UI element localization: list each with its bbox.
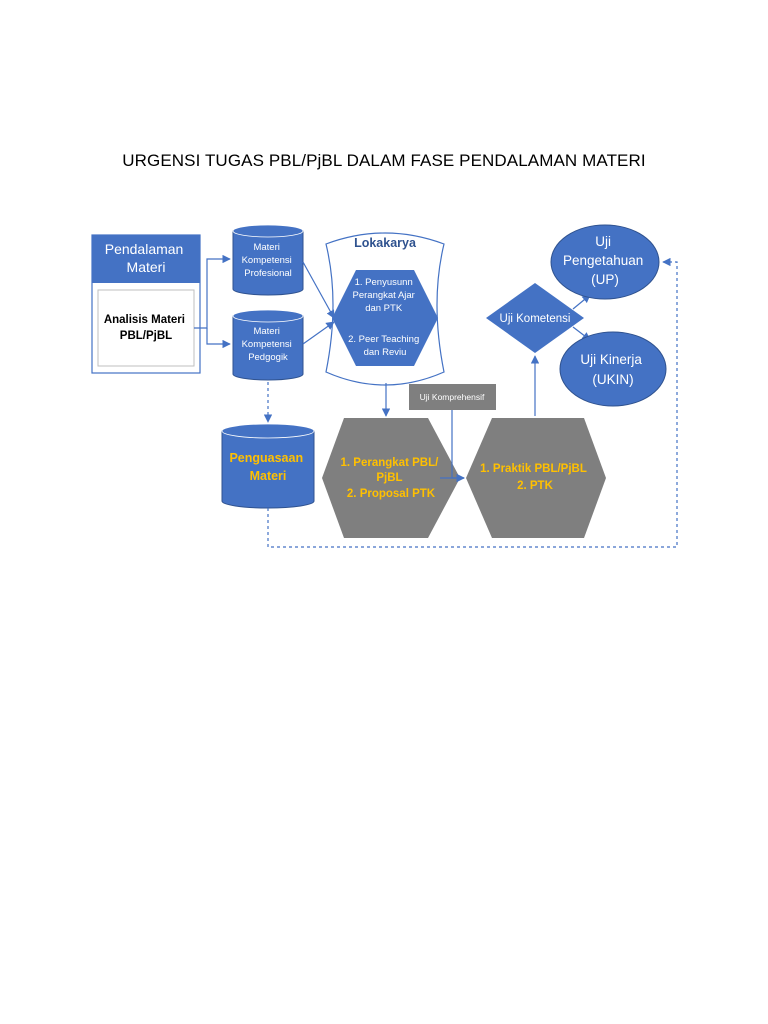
- perangkat-label: 1. Perangkat PBL/ PjBL 2. Proposal PTK: [341, 457, 442, 500]
- materi-pedagogik-label: Materi Kompetensi Pedgogik: [242, 326, 295, 363]
- connector-feedback-loop: [267, 257, 678, 548]
- analisis-label: Analisis Materi PBL/PjBL: [104, 314, 188, 342]
- praktik-hexagon: 1. Praktik PBL/PjBL 2. PTK: [466, 418, 606, 538]
- materi-pedagogik-cylinder: Materi Kompetensi Pedgogik: [232, 309, 304, 381]
- uji-pengetahuan-ellipse: Uji Pengetahuan (UP): [550, 224, 660, 300]
- analisis-box: [97, 289, 195, 367]
- uji-pengetahuan-label: Uji Pengetahuan (UP): [563, 234, 647, 287]
- materi-profesional-label: Materi Kompetensi Profesional: [242, 242, 295, 279]
- pendalaman-materi-block: Pendalaman Materi Analisis Materi PBL/Pj…: [91, 234, 201, 374]
- uji-kinerja-label: Uji Kinerja (UKIN): [580, 352, 645, 387]
- connector-analisis-to-cylinders: [194, 254, 231, 349]
- uji-kompetensi-label: Uji Kometensi: [500, 313, 571, 325]
- penguasaan-label: Penguasaan Materi: [229, 451, 306, 483]
- lokakarya-title: Lokakarya: [354, 236, 417, 250]
- page-title: URGENSI TUGAS PBL/PjBL DALAM FASE PENDAL…: [122, 151, 646, 170]
- materi-profesional-cylinder: Materi Kompetensi Profesional: [232, 224, 304, 296]
- lokakarya-block: Lokakarya 1. Penyusunn Perangkat Ajar da…: [325, 232, 445, 386]
- uji-kompetensi-diamond: Uji Kometensi: [486, 283, 584, 353]
- uji-komprehensif-box: Uji Komprehensif: [409, 384, 496, 410]
- praktik-label: 1. Praktik PBL/PjBL 2. PTK: [480, 463, 590, 492]
- pendalaman-header-box: [92, 235, 200, 283]
- pendalaman-header-label: Pendalaman Materi: [105, 241, 188, 275]
- uji-kinerja-ellipse: Uji Kinerja (UKIN): [559, 331, 667, 407]
- uji-komprehensif-label: Uji Komprehensif: [420, 392, 485, 402]
- connector-cylinders-to-lokakarya: [302, 261, 335, 345]
- lokakarya-hexagon: [332, 270, 438, 366]
- lokakarya-items: 1. Penyusunn Perangkat Ajar dan PTK 2. P…: [348, 277, 422, 358]
- perangkat-hexagon: 1. Perangkat PBL/ PjBL 2. Proposal PTK: [322, 418, 460, 538]
- penguasaan-materi-cylinder: Penguasaan Materi: [221, 423, 315, 509]
